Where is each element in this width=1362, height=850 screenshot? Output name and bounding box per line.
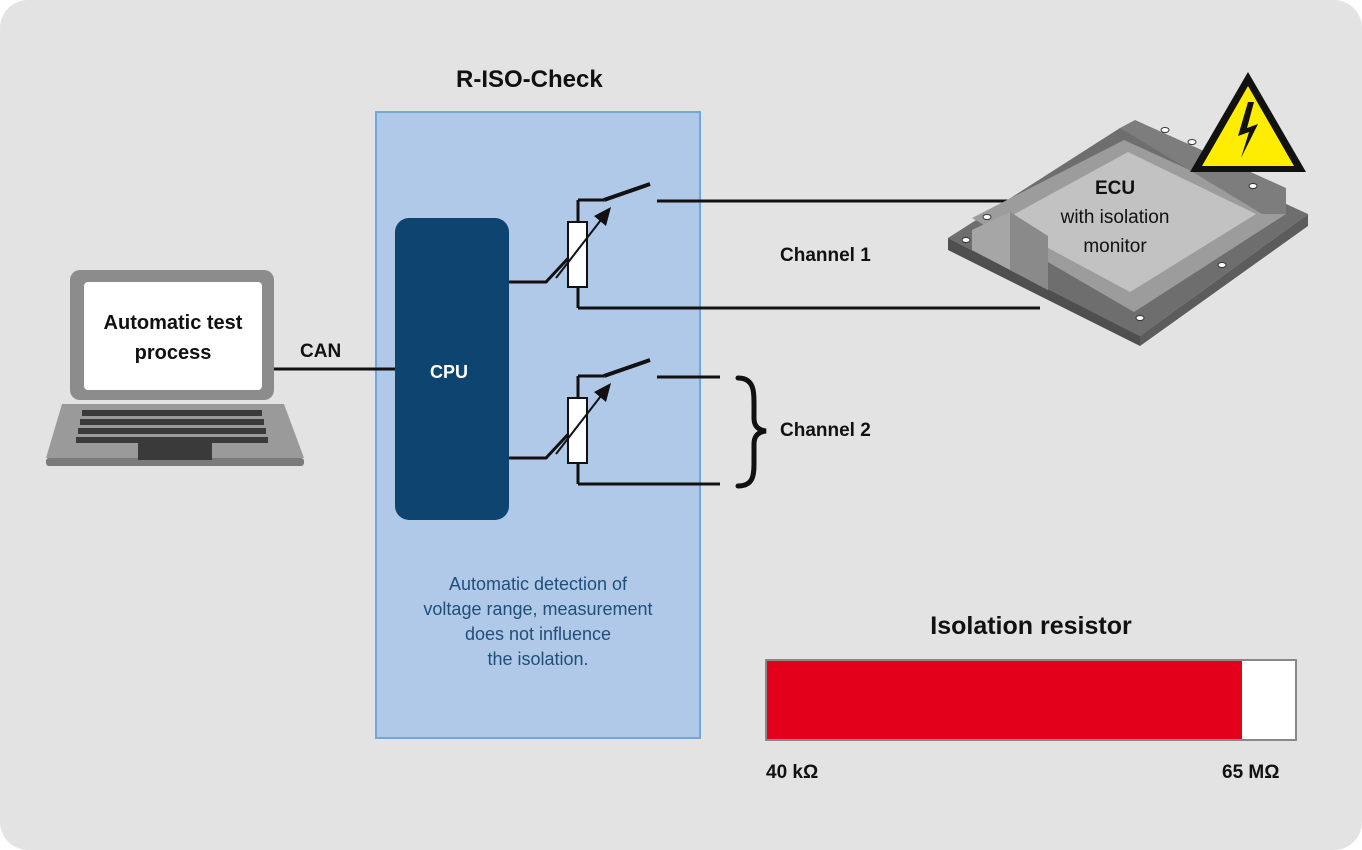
ecu-label-line-3: monitor	[1083, 236, 1147, 257]
channel-2-brace	[735, 375, 767, 489]
note-line-3: does not influence	[464, 624, 612, 644]
note-line-4: the isolation.	[487, 649, 589, 669]
note-line-2: voltage range, measurement	[423, 599, 653, 619]
ecu-label: ECU with isolation monitor	[1060, 174, 1170, 261]
channel-2-circuit	[509, 358, 720, 486]
laptop-screen-text: Automatic test process	[86, 308, 260, 368]
high-voltage-warning-icon	[1190, 72, 1306, 172]
note-line-1: Automatic detection of	[448, 574, 628, 594]
channel-1-circuit	[509, 182, 1040, 310]
laptop-icon	[46, 270, 304, 466]
ecu-label-line-2: with isolation	[1060, 207, 1170, 228]
gauge-fill	[767, 661, 1242, 739]
channel-1-label: Channel 1	[780, 245, 871, 266]
cpu-block	[395, 218, 509, 520]
can-label: CAN	[300, 341, 342, 362]
diagram-title: R-ISO-Check	[456, 66, 603, 93]
ecu-label-line-1: ECU	[1094, 178, 1136, 199]
channel-1-arrowhead	[594, 207, 611, 226]
cpu-label: CPU	[430, 362, 469, 382]
ecu-device-icon	[948, 120, 1308, 346]
gauge-min-label: 40 kΩ	[766, 762, 819, 783]
channel-2-arrowhead	[594, 383, 611, 402]
laptop-text-line-2: process	[134, 342, 212, 364]
channel-2-label: Channel 2	[780, 420, 871, 441]
laptop-text-line-1: Automatic test	[103, 312, 243, 334]
gauge-max-label: 65 MΩ	[1222, 762, 1280, 783]
gauge-title: Isolation resistor	[930, 612, 1132, 640]
detection-note: Automatic detection of voltage range, me…	[388, 572, 688, 672]
